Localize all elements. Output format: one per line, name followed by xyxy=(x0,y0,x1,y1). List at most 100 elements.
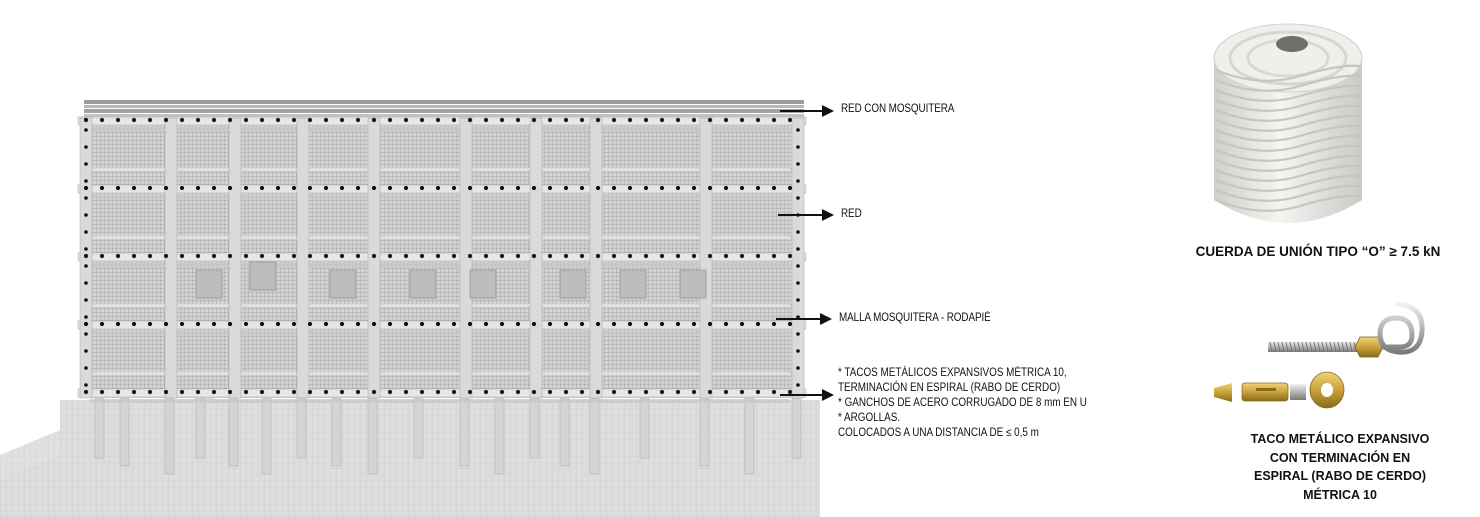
anchor-dot xyxy=(323,117,329,123)
anchor-dot xyxy=(243,185,249,191)
floor-slab xyxy=(77,388,807,398)
ground-floor-columns xyxy=(94,397,802,475)
anchor-dot xyxy=(707,117,713,123)
rod-thread xyxy=(1285,341,1289,353)
facade-column xyxy=(228,117,242,399)
anchor-dot xyxy=(499,253,505,259)
anchor-dot xyxy=(451,321,457,327)
anchor-dot xyxy=(467,185,473,191)
anchor-dot xyxy=(611,389,617,395)
anchor-dot xyxy=(387,117,393,123)
anchor-dot xyxy=(403,117,409,123)
anchor-dot xyxy=(307,117,313,123)
anchor-dot xyxy=(147,185,153,191)
anchor-dot xyxy=(84,179,88,183)
anchor-dot xyxy=(796,179,800,183)
anchor-dot xyxy=(611,185,617,191)
anchor-dot xyxy=(739,321,745,327)
rod-thread xyxy=(1293,341,1297,353)
anchor-dot xyxy=(84,315,88,319)
rope-strand xyxy=(1215,164,1361,182)
anchor-spec-line: * GANCHOS DE ACERO CORRUGADO DE 8 mm EN … xyxy=(838,397,1087,409)
callout-malla-rodapie: MALLA MOSQUITERA - RODAPIÉ xyxy=(839,312,991,324)
anchor-dot xyxy=(84,264,88,268)
anchor-dot xyxy=(323,321,329,327)
anchor-dot xyxy=(131,389,137,395)
anchor-dot xyxy=(115,321,121,327)
anchor-dot xyxy=(796,196,800,200)
rod-thread xyxy=(1329,341,1333,353)
rope-strand xyxy=(1215,124,1361,142)
anchor-dot xyxy=(179,389,185,395)
anchor-dot xyxy=(796,383,800,387)
ground-plane xyxy=(0,390,820,517)
anchor-dot xyxy=(323,389,329,395)
anchor-dot xyxy=(755,253,761,259)
rope-strand xyxy=(1215,94,1361,112)
anchor-dot xyxy=(643,253,649,259)
anchor-dot xyxy=(499,185,505,191)
rod-thread xyxy=(1321,341,1325,353)
rod-thread xyxy=(1349,341,1353,353)
rod-thread xyxy=(1317,341,1321,353)
anchor-dot xyxy=(419,389,425,395)
anchor-dot xyxy=(403,185,409,191)
anchor-dot xyxy=(323,253,329,259)
anchor-dot xyxy=(84,281,88,285)
anchor-dot xyxy=(739,117,745,123)
anchor-dot xyxy=(419,185,425,191)
anchor-dot xyxy=(515,117,521,123)
rod-thread xyxy=(1337,341,1341,353)
anchor-dot xyxy=(275,185,281,191)
anchor-dot xyxy=(371,185,377,191)
anchor-dot xyxy=(515,321,521,327)
ground-column xyxy=(589,397,600,475)
anchor-dot xyxy=(211,185,217,191)
anchor-dot xyxy=(84,230,88,234)
anchor-dot xyxy=(659,389,665,395)
anchor-dot xyxy=(643,185,649,191)
anchor-caption-line: MÉTRICA 10 xyxy=(1303,487,1377,502)
anchor-dot xyxy=(675,117,681,123)
anchor-dot xyxy=(611,253,617,259)
anchor-dot xyxy=(371,321,377,327)
anchor-dot xyxy=(707,185,713,191)
anchor-dot xyxy=(787,389,793,395)
anchor-dot xyxy=(243,321,249,327)
anchor-spec-line: * ARGOLLAS. xyxy=(838,412,901,424)
anchor-dot xyxy=(723,253,729,259)
anchor-dot xyxy=(611,321,617,327)
anchor-dot xyxy=(499,117,505,123)
anchor-dot xyxy=(419,117,425,123)
anchor-dot xyxy=(563,185,569,191)
anchor-dot xyxy=(467,253,473,259)
anchor-dot xyxy=(483,117,489,123)
rod-thread xyxy=(1345,341,1349,353)
anchor-dot xyxy=(739,185,745,191)
wall-panel xyxy=(619,269,647,299)
anchor-dot xyxy=(371,117,377,123)
anchor-dot xyxy=(627,321,633,327)
rope-strand xyxy=(1215,144,1361,162)
anchor-dot xyxy=(483,253,489,259)
anchor-dot xyxy=(84,196,88,200)
anchor-dot xyxy=(771,253,777,259)
anchor-dot xyxy=(355,389,361,395)
facade-column xyxy=(529,117,543,399)
wall-panel xyxy=(329,269,357,299)
floor-ledge xyxy=(90,168,790,171)
anchor-dot xyxy=(259,389,265,395)
anchor-dot xyxy=(99,389,105,395)
slab-edge xyxy=(90,399,790,403)
rope-strand xyxy=(1215,114,1361,132)
anchor-dot xyxy=(515,389,521,395)
anchor-dot xyxy=(227,321,233,327)
facade-column xyxy=(791,117,805,399)
floor-ledge xyxy=(90,304,790,307)
anchor-dot xyxy=(84,332,88,336)
rod-thread xyxy=(1325,341,1329,353)
wall-panel xyxy=(409,269,437,299)
rope-strand xyxy=(1215,174,1361,192)
anchor-dot xyxy=(355,321,361,327)
ground-column xyxy=(744,397,755,475)
